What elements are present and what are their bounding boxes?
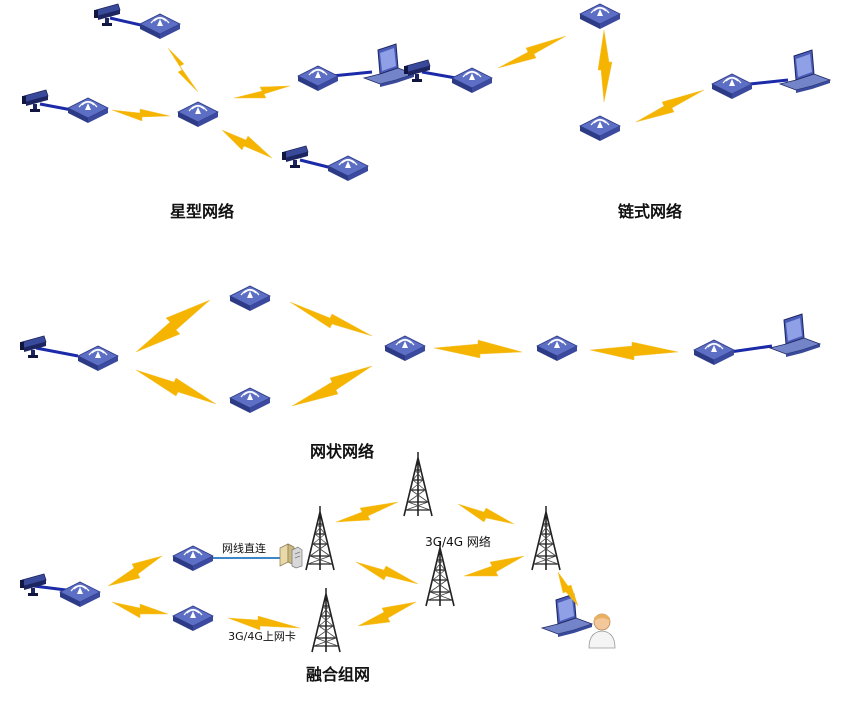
- wireless-ap-icon: [139, 13, 181, 40]
- wireless-ap-icon: [327, 155, 369, 182]
- lightning-icon: [635, 89, 705, 123]
- camera-icon: [281, 145, 309, 169]
- wireless-ap-icon: [177, 101, 219, 128]
- camera-icon: [21, 89, 49, 113]
- cell-tower-icon: [403, 451, 433, 517]
- hybrid-network-title: 融合组网: [306, 665, 370, 684]
- 3g-network-label: 3G/4G 网络: [425, 534, 491, 549]
- lightning-icon: [107, 555, 163, 587]
- camera-icon: [19, 573, 47, 597]
- cell-tower-icon: [425, 541, 455, 607]
- lightning-icon: [111, 108, 171, 122]
- wireless-ap-icon: [711, 73, 753, 100]
- wireless-ap-icon: [579, 3, 621, 30]
- chain-network: 链式网络: [403, 3, 831, 221]
- laptop-icon: [779, 49, 831, 94]
- hybrid-network: 网线直连 3G/4G上网卡 3G/4G 网络 融合组网: [19, 451, 616, 684]
- lightning-icon: [557, 571, 579, 607]
- wireless-ap-icon: [693, 339, 735, 366]
- cell-tower-icon: [531, 505, 561, 571]
- cell-tower-icon: [311, 587, 341, 653]
- wired-connection-label: 网线直连: [222, 541, 266, 555]
- 3g-card-label: 3G/4G上网卡: [228, 630, 296, 643]
- laptop-icon: [541, 593, 593, 638]
- laptop-icon: [769, 313, 821, 358]
- lightning-icon: [227, 615, 301, 631]
- wireless-ap-icon: [172, 605, 214, 632]
- server-icon: [279, 543, 303, 569]
- star-network-title: 星型网络: [170, 202, 234, 221]
- wireless-ap-icon: [229, 285, 271, 312]
- lightning-icon: [463, 555, 525, 577]
- lightning-icon: [233, 85, 291, 99]
- lightning-icon: [457, 503, 515, 525]
- lightning-icon: [355, 561, 419, 585]
- lightning-icon: [135, 299, 211, 353]
- wireless-ap-icon: [579, 115, 621, 142]
- lightning-icon: [291, 365, 373, 407]
- lightning-icon: [111, 601, 169, 619]
- lightning-icon: [289, 301, 373, 337]
- lightning-icon: [135, 369, 217, 405]
- lightning-icon: [589, 341, 679, 361]
- lightning-icon: [167, 47, 199, 93]
- cell-tower-icon: [305, 505, 335, 571]
- wireless-ap-icon: [451, 67, 493, 94]
- chain-network-title: 链式网络: [618, 202, 682, 221]
- wireless-ap-icon: [384, 335, 426, 362]
- user-icon: [588, 613, 616, 649]
- wireless-ap-icon: [67, 97, 109, 124]
- wireless-ap-icon: [229, 387, 271, 414]
- wireless-ap-icon: [59, 581, 101, 608]
- lightning-icon: [335, 501, 399, 523]
- lightning-icon: [597, 29, 613, 103]
- lightning-icon: [357, 601, 417, 627]
- mesh-network-title: 网状网络: [310, 442, 374, 461]
- lightning-icon: [433, 339, 523, 359]
- mesh-network: 网状网络: [19, 285, 821, 461]
- lightning-icon: [221, 129, 273, 159]
- lightning-icon: [497, 35, 567, 69]
- wireless-ap-icon: [77, 345, 119, 372]
- star-network: 星型网络: [21, 3, 415, 221]
- wireless-ap-icon: [297, 65, 339, 92]
- camera-icon: [19, 335, 47, 359]
- wireless-ap-icon: [536, 335, 578, 362]
- camera-icon: [93, 3, 121, 27]
- wireless-ap-icon: [172, 545, 214, 572]
